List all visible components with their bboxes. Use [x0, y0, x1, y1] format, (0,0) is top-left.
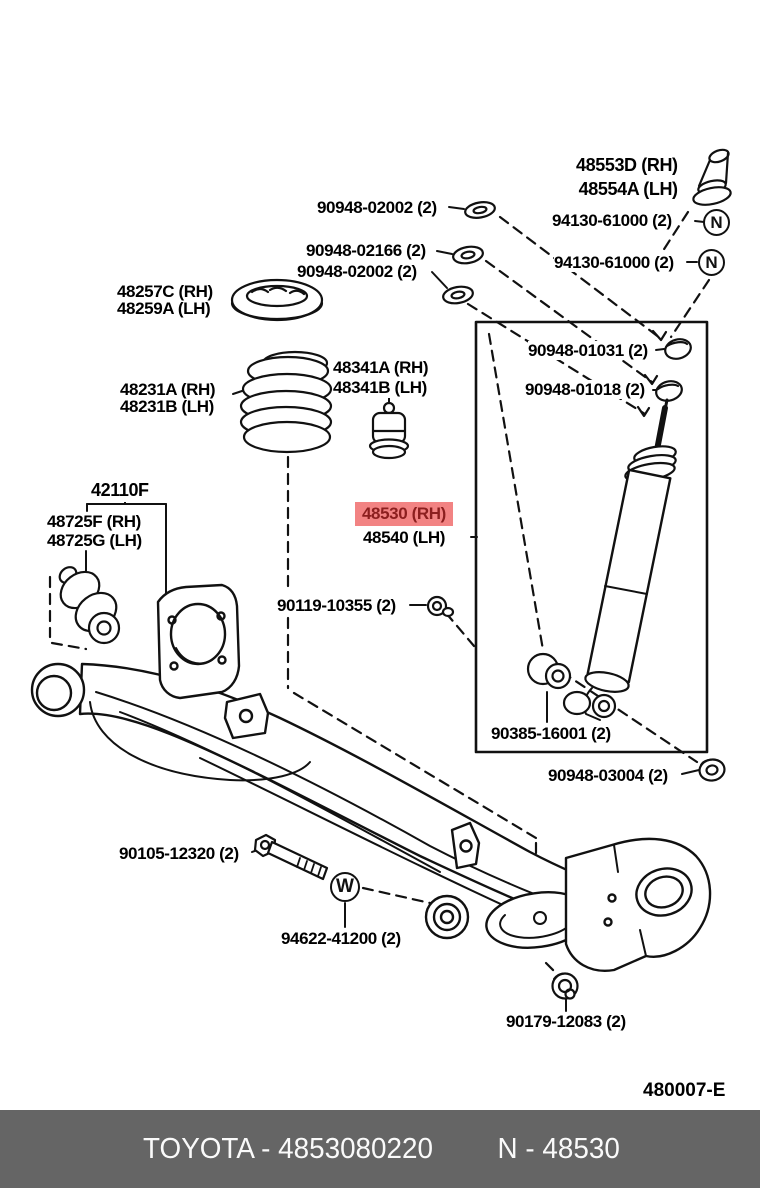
label-strut-cap: 48553D (RH) 48554A (LH) [576, 153, 678, 201]
label-bump-lh: 48341B (LH) [333, 378, 427, 397]
shock-nut-icon [426, 595, 455, 618]
label-washer-top: 90948-02002 (2) [317, 198, 437, 217]
label-bump-rh: 48341A (RH) [333, 358, 429, 377]
spring-seat-icon [230, 278, 324, 322]
collar-icon [526, 652, 572, 690]
label-collar: 90385-16001 (2) [491, 724, 611, 743]
label-cap-rh: 48553D (RH) [576, 155, 678, 175]
strut-cap-icon [692, 148, 732, 206]
retainer-icon [698, 758, 726, 782]
label-seat-rh: 48257C (RH) [117, 282, 213, 301]
nut-marker-icon-bottom: N [698, 249, 725, 276]
label-bump-stopper: 48341A (RH) 48341B (LH) [333, 358, 429, 398]
washer-icons [442, 201, 496, 305]
coil-spring-icon [239, 350, 333, 454]
label-nut-94130-bottom: 94130-61000 (2) [554, 253, 674, 272]
label-shock-nut: 90119-10355 (2) [277, 596, 396, 615]
label-nut-94130-top: 94130-61000 (2) [552, 211, 672, 230]
label-coil-spring: 48231A (RH) 48231B (LH) [120, 380, 216, 416]
label-shock-lh: 48540 (LH) [363, 528, 445, 547]
label-beam-bushing-lh: 48725G (LH) [47, 531, 142, 550]
label-flange-nut: 90179-12083 (2) [506, 1012, 626, 1031]
nut-marker-icon-top: N [703, 209, 730, 236]
label-spring-washer: 94622-41200 (2) [281, 929, 401, 948]
label-seat-lh: 48259A (LH) [117, 299, 211, 318]
label-bolt: 90105-12320 (2) [119, 844, 239, 863]
label-shock-rh-highlight: 48530 (RH) [355, 502, 453, 526]
arrow-marks [636, 329, 668, 418]
diagram-code: 480007-E [643, 1080, 726, 1101]
label-washer-bottom: 90948-02002 (2) [297, 262, 417, 281]
bolt-icon [253, 833, 329, 881]
diagram-line-art [30, 148, 732, 1012]
footer-bar: TOYOTA - 4853080220 N - 48530 [0, 1110, 760, 1188]
label-spring-seat: 48257C (RH) 48259A (LH) [117, 283, 213, 317]
shock-absorber-icon [562, 398, 677, 721]
shock-box [474, 320, 709, 754]
bump-stopper-icon [368, 401, 410, 460]
label-spring-lh: 48231B (LH) [120, 397, 214, 416]
highlighted-part-number: 48530 (RH) [355, 502, 453, 526]
washer-marker-icon: W [330, 872, 360, 902]
label-cushion-upper: 90948-01031 (2) [528, 341, 648, 360]
beam-bushing-icon [58, 566, 121, 645]
axle-beam-icon [30, 583, 712, 972]
footer-part-reference: N - 48530 [497, 1132, 621, 1165]
label-beam-bushing-rh: 48725F (RH) [47, 512, 141, 531]
label-beam-bushing: 48725F (RH) 48725G (LH) [47, 512, 142, 550]
cushion-icons [655, 338, 692, 402]
label-washer-mid: 90948-02166 (2) [306, 241, 426, 260]
footer-brand-part-number: TOYOTA - 4853080220 [143, 1132, 434, 1165]
label-cap-lh: 48554A (LH) [578, 179, 678, 199]
label-cushion-lower: 90948-01018 (2) [525, 380, 645, 399]
label-beam: 42110F [91, 478, 149, 502]
label-spring-rh: 48231A (RH) [120, 380, 216, 399]
flange-nut-icon [551, 972, 579, 1000]
label-retainer: 90948-03004 (2) [548, 766, 668, 785]
